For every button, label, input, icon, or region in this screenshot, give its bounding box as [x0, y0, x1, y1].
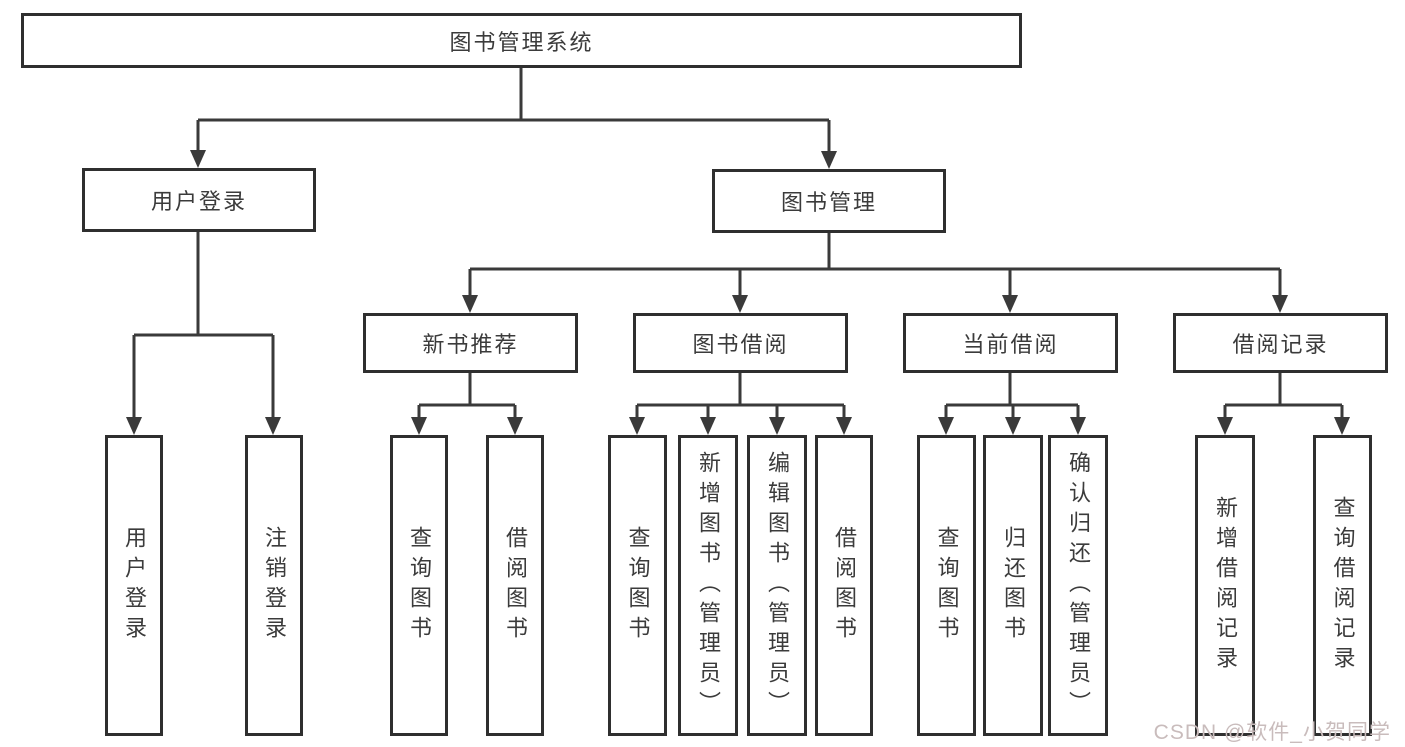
arrowhead	[1334, 417, 1350, 435]
leaf-query-books-borrowing-label: 查询图书	[625, 525, 651, 646]
arrowhead	[462, 295, 478, 313]
leaf-query-books-recommend: 查询图书	[390, 435, 448, 736]
leaf-query-borrow-record-label: 查询借阅记录	[1330, 495, 1356, 676]
node-new-book-recommend-label: 新书推荐	[422, 332, 519, 357]
arrowhead	[769, 417, 785, 435]
leaf-query-books-borrowing: 查询图书	[608, 435, 667, 736]
leaf-user-login-label: 用户登录	[122, 525, 147, 646]
leaf-borrow-books-borrowing: 借阅图书	[815, 435, 873, 736]
arrowhead	[1217, 417, 1233, 435]
leaf-add-borrow-record-label: 新增借阅记录	[1213, 495, 1238, 676]
node-borrowing-records-label: 借阅记录	[1232, 332, 1329, 357]
leaf-query-borrow-record: 查询借阅记录	[1313, 435, 1372, 736]
node-new-book-recommend: 新书推荐	[363, 313, 578, 373]
arrowhead	[1002, 295, 1018, 313]
leaf-logout-label: 注销登录	[262, 525, 287, 646]
arrowhead	[190, 150, 206, 168]
leaf-user-login: 用户登录	[105, 435, 163, 736]
arrowhead	[836, 417, 852, 435]
node-root: 图书管理系统	[21, 13, 1022, 68]
connector-paths	[132, 68, 1344, 419]
node-book-borrowing: 图书借阅	[633, 313, 848, 373]
connector-book-borrow-children	[635, 373, 846, 419]
arrowhead	[938, 417, 954, 435]
node-user-login-label: 用户登录	[150, 189, 247, 214]
arrowhead	[629, 417, 645, 435]
node-current-borrowing: 当前借阅	[903, 313, 1118, 373]
arrowhead	[411, 417, 427, 435]
arrowhead	[507, 417, 523, 435]
leaf-edit-book-admin: 编辑图书（管理员）	[747, 435, 807, 736]
leaf-logout: 注销登录	[245, 435, 303, 736]
leaf-query-books-recommend-label: 查询图书	[407, 525, 432, 646]
node-user-login: 用户登录	[82, 168, 316, 232]
leaf-borrow-books-borrowing-label: 借阅图书	[832, 525, 857, 646]
leaf-edit-book-admin-label: 编辑图书（管理员）	[765, 450, 790, 721]
leaf-add-borrow-record: 新增借阅记录	[1195, 435, 1255, 736]
csdn-watermark: CSDN @软件_小贺同学	[1153, 721, 1391, 744]
connector-book-mgmt-children	[468, 233, 1282, 297]
node-book-management: 图书管理	[712, 169, 946, 233]
node-book-borrowing-label: 图书借阅	[692, 332, 789, 357]
node-borrowing-records: 借阅记录	[1173, 313, 1388, 373]
connector-borrow-records-children	[1223, 373, 1344, 419]
leaf-borrow-books-recommend: 借阅图书	[486, 435, 544, 736]
arrowhead	[1070, 417, 1086, 435]
connector-new-book-children	[417, 373, 517, 419]
connector-root-to-level2	[196, 68, 831, 153]
leaf-confirm-return-admin-label: 确认归还（管理员）	[1066, 450, 1091, 721]
connector-user-login-children	[132, 232, 275, 419]
leaf-confirm-return-admin: 确认归还（管理员）	[1048, 435, 1108, 736]
leaf-return-books-label: 归还图书	[1001, 525, 1026, 646]
arrowhead	[821, 151, 837, 169]
arrowhead	[732, 295, 748, 313]
leaf-query-books-current-label: 查询图书	[934, 525, 960, 646]
connector-current-borrow-children	[944, 373, 1080, 419]
leaf-query-books-current: 查询图书	[917, 435, 976, 736]
arrowhead	[126, 417, 142, 435]
node-book-management-label: 图书管理	[780, 190, 877, 215]
leaf-return-books: 归还图书	[983, 435, 1043, 736]
arrowheads	[126, 150, 1350, 435]
leaf-borrow-books-recommend-label: 借阅图书	[503, 525, 528, 646]
leaf-add-book-admin: 新增图书（管理员）	[678, 435, 738, 736]
arrowhead	[1005, 417, 1021, 435]
arrowhead	[265, 417, 281, 435]
node-current-borrowing-label: 当前借阅	[962, 332, 1059, 357]
arrowhead	[1272, 295, 1288, 313]
arrowhead	[700, 417, 716, 435]
node-root-label: 图书管理系统	[449, 29, 594, 55]
leaf-add-book-admin-label: 新增图书（管理员）	[696, 450, 721, 721]
